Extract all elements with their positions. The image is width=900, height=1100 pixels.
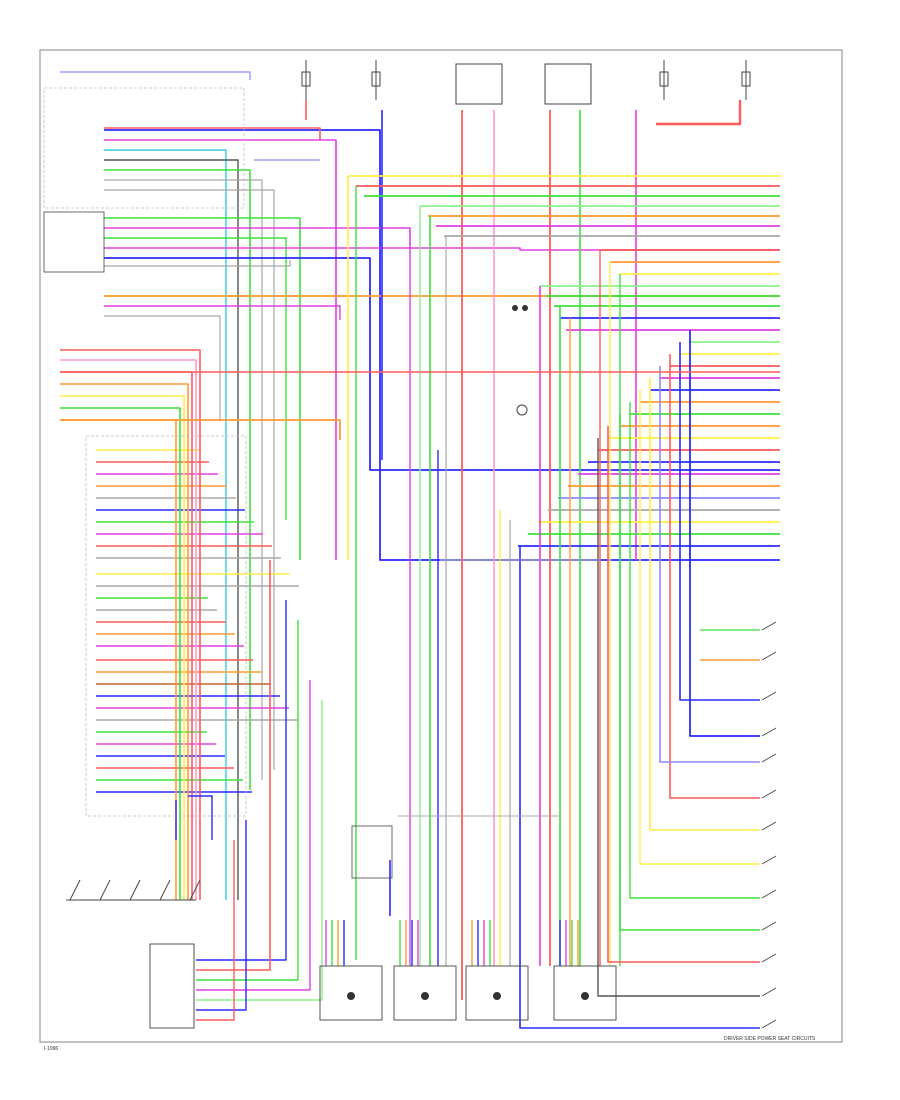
wire-125	[60, 419, 341, 440]
memory-switch-symbol	[66, 879, 201, 901]
wire-76	[679, 342, 760, 701]
wire-6	[104, 169, 251, 790]
label-layer: I-1996 DRIVER SIDE POWER SEAT CIRCUITS	[44, 1036, 816, 1052]
switch-contact-2	[761, 691, 777, 701]
wire-7	[104, 179, 263, 780]
wire-14	[104, 257, 780, 471]
wire-83	[607, 426, 760, 963]
wire-17	[104, 305, 341, 320]
wire-85	[519, 546, 760, 1029]
motor-box-1	[319, 965, 383, 1021]
diagram-frame	[39, 49, 843, 1043]
wire-118	[60, 359, 197, 900]
wire-78	[659, 366, 760, 763]
footer-left-label: I-1996	[44, 1046, 58, 1052]
left-connector-box	[85, 435, 247, 817]
wire-77	[669, 354, 760, 799]
driver-seat-module-box	[43, 87, 245, 209]
wire-131	[196, 820, 247, 1011]
wire-26	[656, 100, 742, 126]
component-layer	[43, 60, 777, 1029]
motor-box-3	[465, 965, 529, 1021]
wire-117	[60, 349, 201, 900]
fuse-symbol-1	[301, 60, 311, 100]
position-sensor-box	[149, 943, 195, 1029]
wire-75	[689, 330, 760, 737]
right-switch-column	[761, 621, 777, 1029]
wire-8	[104, 189, 275, 770]
wire-132	[196, 840, 235, 1021]
switch-assembly-box	[43, 211, 105, 273]
fuse-symbol-3	[659, 60, 669, 100]
wire-10	[104, 217, 301, 560]
switch-contact-8	[761, 889, 777, 899]
motor-icon-4	[581, 992, 589, 1000]
switch-contact-3	[761, 727, 777, 737]
switch-contact-10	[761, 953, 777, 963]
motor-box-4	[553, 965, 617, 1021]
wire-122	[60, 407, 181, 900]
wire-119	[60, 371, 193, 900]
fuse-symbol-2	[371, 60, 381, 100]
switch-contact-0	[761, 621, 777, 631]
wire-126	[196, 600, 287, 961]
wire-79	[649, 378, 760, 831]
wire-18	[104, 315, 221, 420]
wire-129	[196, 680, 311, 991]
wire-15	[104, 260, 291, 267]
wire-127	[196, 560, 271, 971]
wire-81	[629, 402, 760, 899]
switch-contact-6	[761, 821, 777, 831]
wire-84	[597, 438, 760, 997]
switch-contact-11	[761, 987, 777, 997]
fuse-symbol-4	[741, 60, 751, 100]
switch-contact-1	[761, 651, 777, 661]
wire-80	[639, 390, 760, 865]
wire-5	[104, 159, 239, 900]
wire-12	[104, 237, 287, 520]
motor-box-2	[393, 965, 457, 1021]
motor-icon-3	[493, 992, 501, 1000]
wire-11	[104, 227, 411, 250]
relay-box-left	[455, 63, 503, 105]
wire-134	[188, 795, 213, 840]
footer-right-label: DRIVER SIDE POWER SEAT CIRCUITS	[724, 1036, 816, 1042]
switch-contact-5	[761, 789, 777, 799]
wire-120	[60, 383, 189, 900]
wire-82	[619, 414, 760, 931]
motor-icon-2	[421, 992, 429, 1000]
switch-contact-4	[761, 753, 777, 763]
switch-contact-7	[761, 855, 777, 865]
wire-2	[104, 127, 321, 140]
wire-1	[104, 129, 780, 561]
motor-icon-1	[347, 992, 355, 1000]
wire-layer	[60, 71, 780, 1029]
switch-contact-9	[761, 921, 777, 931]
junction-box-middle	[351, 825, 393, 879]
wire-130	[196, 700, 323, 1001]
wire-128	[196, 620, 299, 981]
relay-box-right	[544, 63, 592, 105]
wire-121	[60, 395, 185, 900]
wire-0	[60, 71, 251, 80]
switch-contact-12	[761, 1019, 777, 1029]
wire-4	[104, 149, 227, 900]
center-sensor-symbol	[512, 305, 528, 416]
